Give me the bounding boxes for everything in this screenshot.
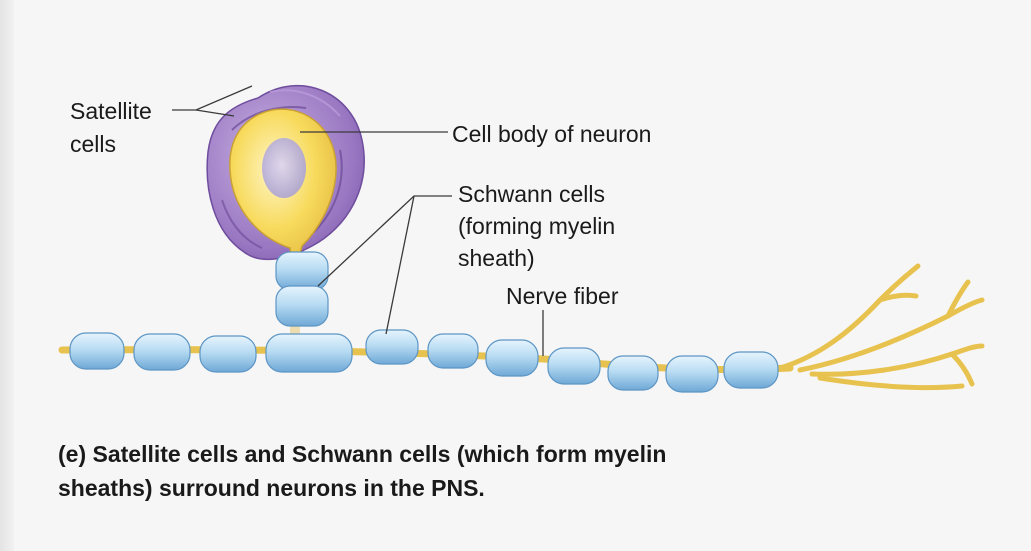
figure-caption: (e) Satellite cells and Schwann cells (w… [58,437,666,505]
axon-terminal-branches [777,263,985,391]
label-satellite-line2: cells [70,131,117,157]
label-schwann-line2: (forming myelin [458,213,616,239]
leader-satellite-bottom [195,109,235,117]
stem-schwann-cells [275,251,329,327]
caption-line2: sheaths) surround neurons in the PNS. [58,475,485,501]
label-schwann-line3: sheath) [458,245,535,271]
label-cell-body: Cell body of neuron [452,121,652,147]
label-schwann-line1: Schwann cells [458,181,606,207]
label-nerve-fiber: Nerve fiber [506,283,619,309]
neuron-cell-body-shape [229,108,337,263]
page-edge-shadow [0,0,14,551]
nucleus-shape [262,138,306,198]
leader-schwann-fiber [385,195,415,335]
fiber-schwann-cells [69,329,779,393]
leader-lines [172,85,544,356]
caption-line1: (e) Satellite cells and Schwann cells (w… [58,441,667,467]
label-satellite-line1: Satellite [70,98,152,124]
